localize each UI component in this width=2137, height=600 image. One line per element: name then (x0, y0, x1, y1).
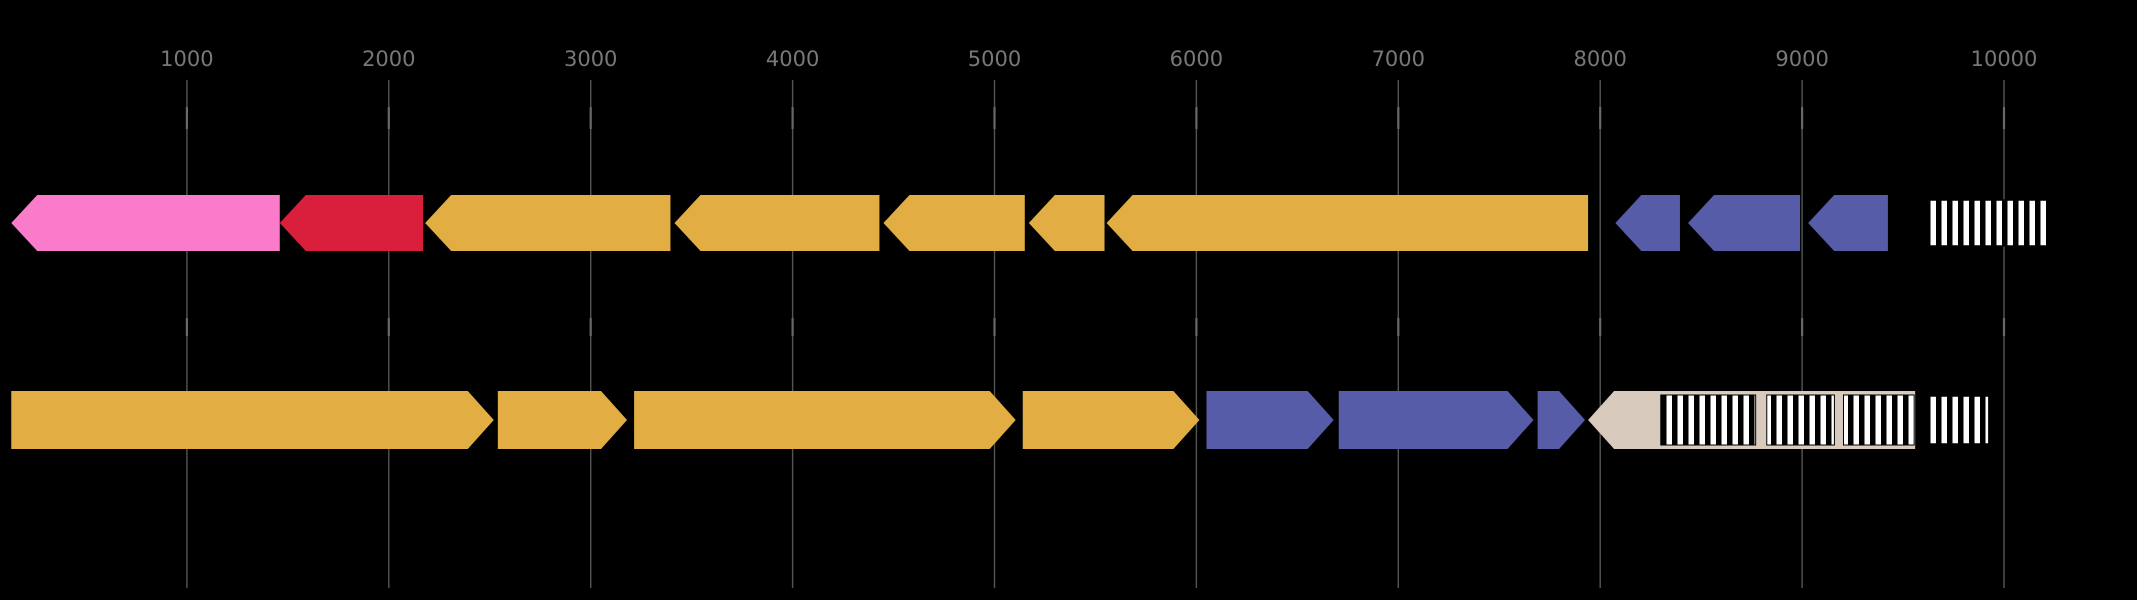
axis-tick-label: 1000 (160, 47, 213, 71)
gene-arrow (497, 391, 628, 449)
gene-arrow (279, 195, 424, 251)
axis-tick-label: 4000 (766, 47, 819, 71)
axis-tick-label: 9000 (1775, 47, 1828, 71)
gene-arrow (1022, 391, 1200, 449)
pseudogene-hatched-box (1924, 199, 2050, 247)
gene-arrow (11, 195, 280, 251)
axis-tick-label: 5000 (968, 47, 1021, 71)
gene-arrow (1808, 195, 1888, 251)
gene-arrow (1106, 195, 1589, 251)
hatched-segment (1842, 394, 1915, 446)
axis-tick-label: 6000 (1170, 47, 1223, 71)
gene-arrow (1338, 391, 1534, 449)
axis-tick-label: 7000 (1372, 47, 1425, 71)
gene-arrow (674, 195, 880, 251)
gene-arrow (634, 391, 1016, 449)
gene-arrow (1688, 195, 1801, 251)
gene-arrow (11, 391, 494, 449)
hatched-segment (1766, 394, 1835, 446)
gene-arrow (883, 195, 1025, 251)
track-2 (11, 391, 1990, 449)
gene-arrow (1615, 195, 1680, 251)
gene-arrow (425, 195, 671, 251)
pseudogene-hatched-box (1925, 395, 1990, 445)
gene-arrow (1206, 391, 1334, 449)
gene-arrow (1537, 391, 1586, 449)
axis-tick-label: 10000 (1971, 47, 2038, 71)
axis-tick-label: 3000 (564, 47, 617, 71)
axis-tick-label: 8000 (1573, 47, 1626, 71)
hatched-segment (1660, 394, 1757, 446)
gene-arrow (1028, 195, 1105, 251)
axis-tick-label: 2000 (362, 47, 415, 71)
track-1 (11, 195, 2050, 251)
